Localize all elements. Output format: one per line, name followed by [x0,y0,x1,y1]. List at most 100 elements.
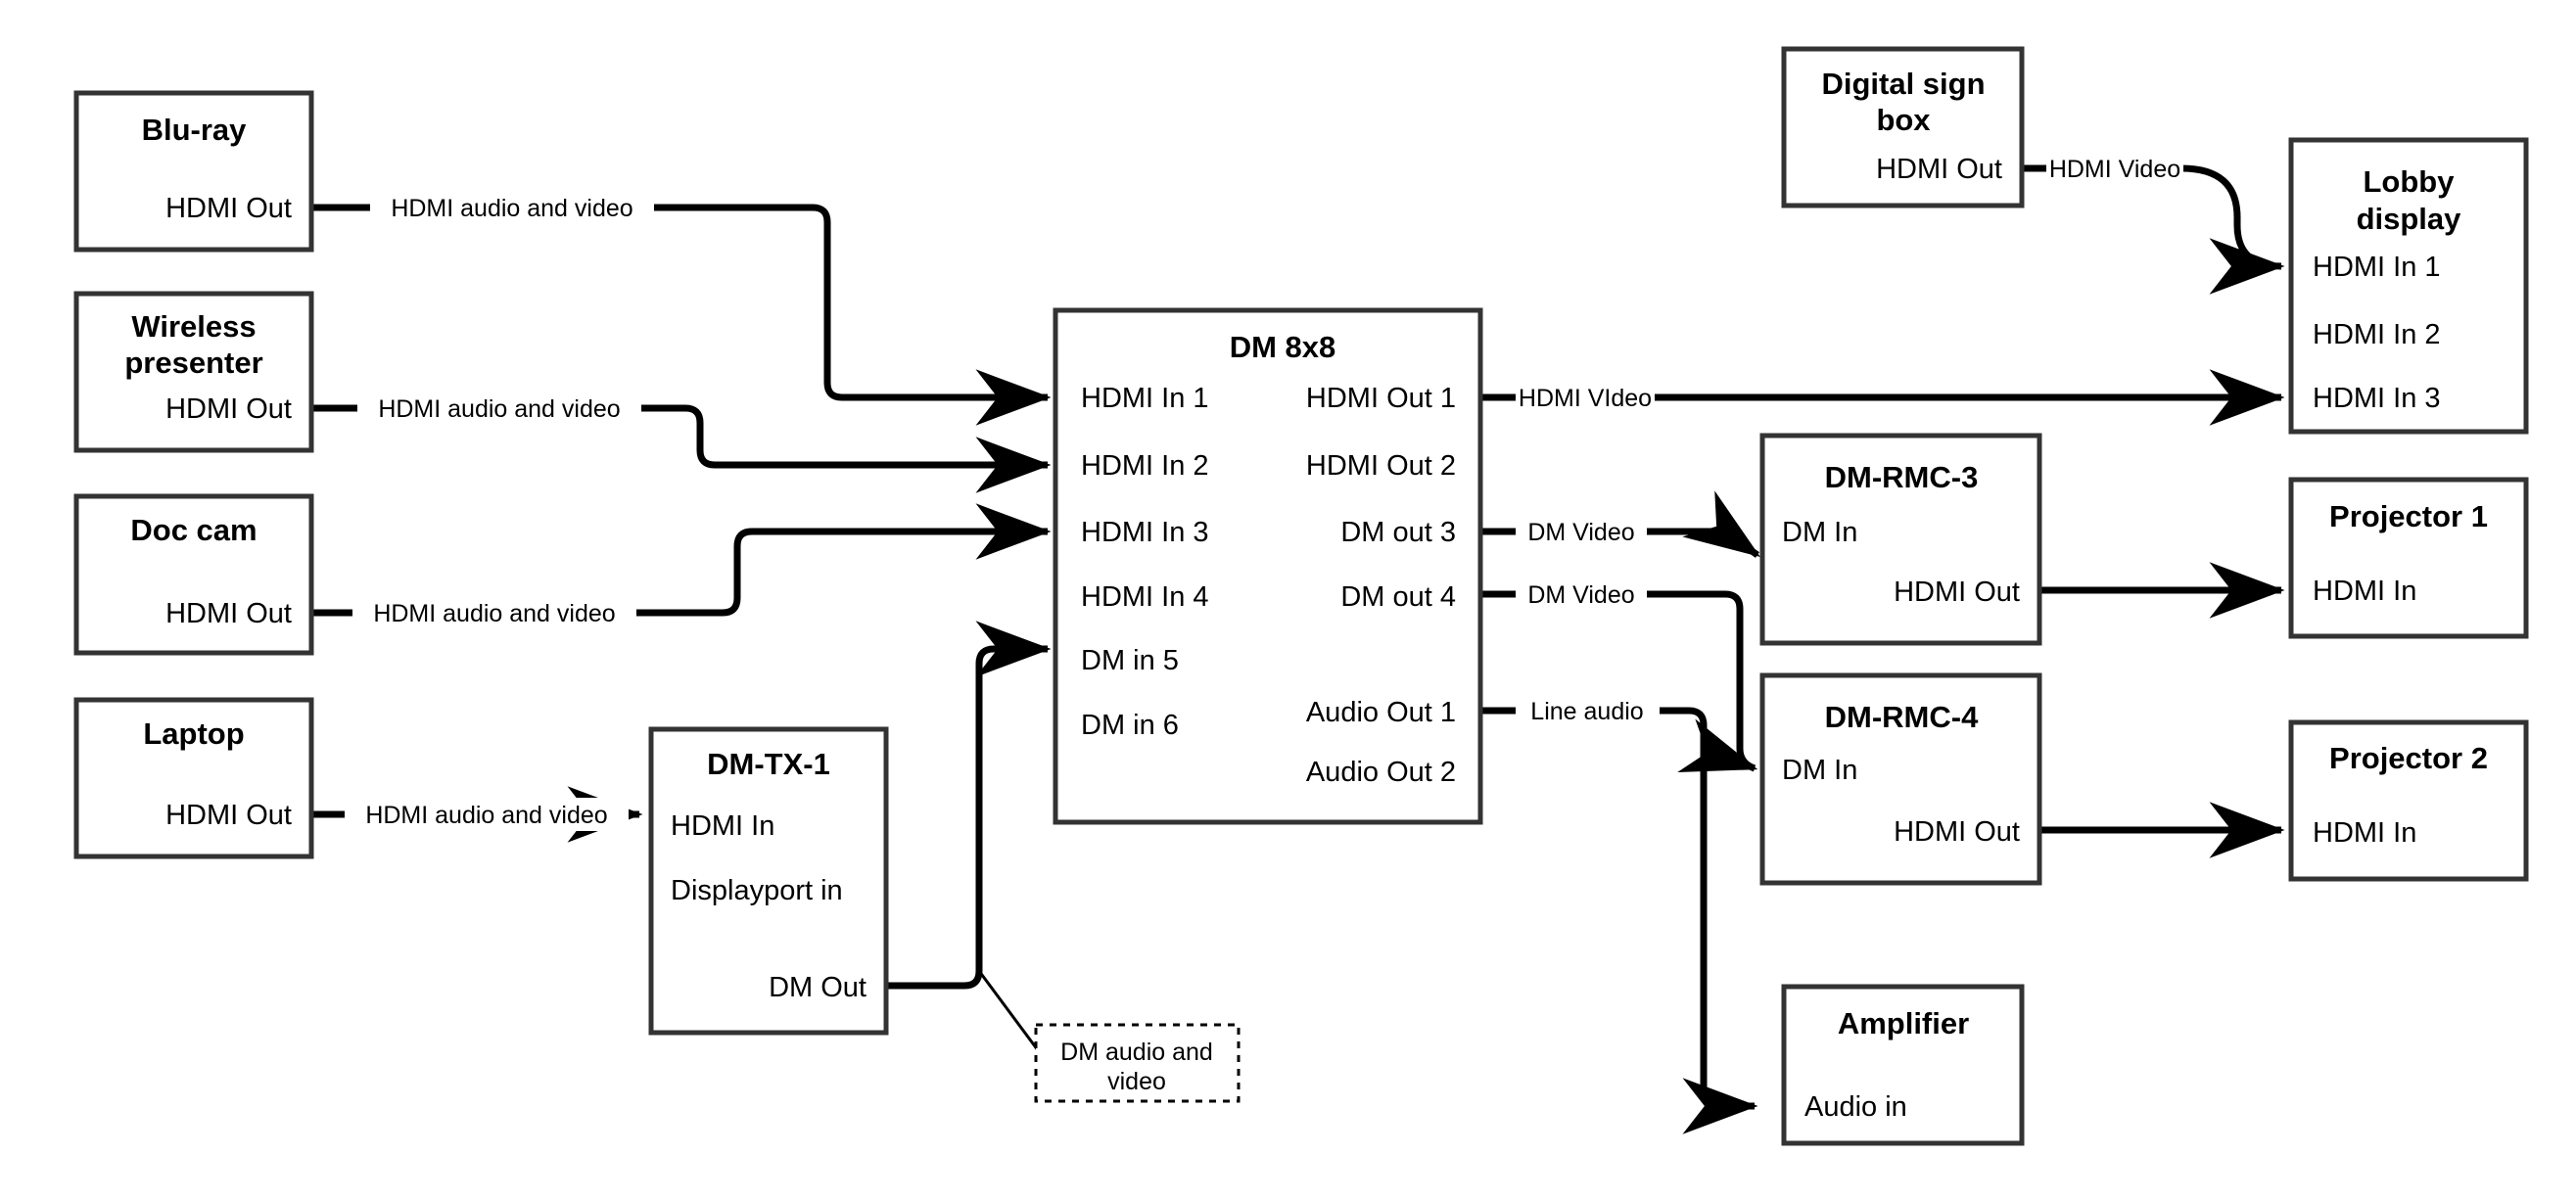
edge-label-group: HDMI audio and video HDMI audio and vide… [345,152,2183,831]
node-digital-sign-box-title-line1: Digital sign [1821,67,1985,101]
edge-label-bg-sign [2046,152,2183,185]
node-projector-2-box[interactable] [2288,719,2529,882]
edge-doccam-to-dm8x8 [311,503,1052,617]
note-leader-line [977,970,1043,1055]
note-dm-audio-video-line1: DM audio and [1060,1039,1213,1066]
node-dm-8x8-box[interactable] [1053,307,1483,825]
node-amplifier-port-audio-in: Audio in [1804,1091,1907,1123]
edge-dmtx1-to-dm8x8 [886,621,1052,990]
node-projector-1-port-hdmi-in: HDMI In [2313,576,2416,607]
node-dm-8x8-input-2: HDMI In 2 [1081,450,1209,482]
node-dm-rmc-3-box[interactable] [1759,433,2042,646]
node-dm-8x8-input-1: HDMI In 1 [1081,383,1209,414]
edge-label-wireless-to-dm8x8: HDMI audio and video [378,395,620,423]
edge-label-dm8x8-dmout3-to-dmrmc3: DM Video [1527,519,1634,546]
node-doc-cam[interactable]: Doc cam HDMI Out [73,493,314,656]
node-dm-8x8-output-1: HDMI Out 1 [1306,383,1456,414]
node-lobby-display-port-hdmi-in-1: HDMI In 1 [2313,252,2441,283]
node-dm-8x8-output-4: DM out 4 [1340,581,1456,613]
edge-label-dm8x8-audioout1-to-amplifier: Line audio [1530,698,1643,725]
node-dm-8x8-output-5: Audio Out 1 [1306,697,1456,728]
edge-label-laptop-to-dmtx1: HDMI audio and video [365,802,607,829]
node-dm-tx-1[interactable]: DM-TX-1 HDMI In Displayport in DM Out [648,726,889,1036]
node-dm-8x8-output-6: Audio Out 2 [1306,757,1456,788]
edge-label-bg-bluray [370,191,654,224]
edge-label-bg-laptop [345,798,629,831]
node-digital-sign-box-title-line2: box [1876,103,1931,137]
node-wireless-presenter-title-line1: Wireless [131,309,256,344]
node-bluray[interactable]: Blu-ray HDMI Out [73,90,314,253]
node-doc-cam-port-hdmi-out: HDMI Out [165,598,292,629]
note-dm-audio-video-line2: video [1107,1068,1166,1095]
node-dm-8x8-output-2: HDMI Out 2 [1306,450,1456,482]
node-dm-8x8-title: DM 8x8 [1230,330,1336,364]
node-dm-8x8-input-3: HDMI In 3 [1081,517,1209,548]
node-dm-rmc-3-port-dm-in: DM In [1782,517,1857,548]
node-dm-rmc-3-title: DM-RMC-3 [1825,460,1979,494]
node-projector-1-title: Projector 1 [2329,499,2488,533]
node-dm-tx-1-port-hdmi-in: HDMI In [671,810,774,842]
edge-label-bg-wireless [357,392,641,425]
edge-label-bg-dmout4 [1516,577,1647,611]
edge-label-dm8x8-dmout4-to-dmrmc4: DM Video [1527,581,1634,609]
node-dm-8x8-input-5: DM in 5 [1081,645,1179,676]
node-projector-2-title: Projector 2 [2329,741,2488,775]
node-bluray-port-hdmi-out: HDMI Out [165,193,292,224]
edge-label-bluray-to-dm8x8: HDMI audio and video [391,195,632,222]
edge-dm8x8-dmout4-to-dmrmc4 [1480,590,1755,768]
note-dm-audio-video: DM audio and video [1034,1023,1241,1103]
node-laptop[interactable]: Laptop HDMI Out [73,697,314,859]
node-wireless-presenter-box[interactable] [73,291,314,453]
node-amplifier[interactable]: Amplifier Audio in [1781,984,2025,1146]
node-lobby-display-port-hdmi-in-2: HDMI In 2 [2313,319,2441,350]
node-projector-1[interactable]: Projector 1 HDMI In [2288,477,2529,639]
node-dm-tx-1-title: DM-TX-1 [707,747,830,781]
node-projector-1-box[interactable] [2288,477,2529,639]
edge-label-doccam-to-dm8x8: HDMI audio and video [373,600,615,627]
node-dm-8x8[interactable]: DM 8x8 HDMI In 1 HDMI In 2 HDMI In 3 HDM… [1053,307,1483,825]
node-amplifier-title: Amplifier [1838,1006,1969,1040]
node-dm-rmc-4-title: DM-RMC-4 [1825,700,1979,734]
node-dm-tx-1-port-dm-out: DM Out [769,972,866,1003]
node-doc-cam-title: Doc cam [130,513,257,547]
note-dm-audio-video-box [1034,1023,1241,1103]
node-dm-rmc-3[interactable]: DM-RMC-3 DM In HDMI Out [1759,433,2042,646]
edge-dm8x8-audioout1-to-amplifier [1480,707,1755,1106]
node-amplifier-box[interactable] [1781,984,2025,1146]
node-digital-sign-box[interactable]: Digital sign box HDMI Out [1781,46,2025,208]
node-lobby-display-box[interactable] [2288,137,2529,435]
node-wireless-presenter-title-line2: presenter [124,346,262,380]
node-laptop-port-hdmi-out: HDMI Out [165,800,292,831]
node-wireless-presenter-port-hdmi-out: HDMI Out [165,393,292,425]
node-laptop-title: Laptop [143,716,244,751]
edge-label-digitalsign-to-lobbydisplay: HDMI Video [2049,156,2180,183]
edge-label-bg-doccam [352,596,636,629]
node-wireless-presenter[interactable]: Wireless presenter HDMI Out [73,291,314,453]
node-dm-tx-1-port-displayport-in: Displayport in [671,875,843,906]
node-digital-sign-box-port-hdmi-out: HDMI Out [1876,154,2002,185]
node-lobby-display[interactable]: Lobby display HDMI In 1 HDMI In 2 HDMI I… [2288,137,2529,435]
edge-wireless-to-dm8x8 [311,404,1052,493]
node-dm-8x8-input-4: HDMI In 4 [1081,581,1209,613]
node-dm-rmc-4-box[interactable] [1759,672,2042,886]
node-digital-sign-box-box[interactable] [1781,46,2025,208]
node-dm-rmc-4[interactable]: DM-RMC-4 DM In HDMI Out [1759,672,2042,886]
node-dm-8x8-input-6: DM in 6 [1081,710,1179,741]
node-doc-cam-box[interactable] [73,493,314,656]
node-lobby-display-port-hdmi-in-3: HDMI In 3 [2313,383,2441,414]
edge-label-bg-hdmiout1 [1516,381,1655,414]
node-dm-rmc-4-port-dm-in: DM In [1782,755,1857,786]
node-lobby-display-title-line1: Lobby [2364,164,2456,199]
node-laptop-box[interactable] [73,697,314,859]
edge-label-bg-dmout3 [1516,515,1647,548]
node-bluray-box[interactable] [73,90,314,253]
node-projector-2[interactable]: Projector 2 HDMI In [2288,719,2529,882]
edge-bluray-to-dm8x8 [311,204,1052,426]
node-dm-8x8-output-3: DM out 3 [1340,517,1456,548]
node-projector-2-port-hdmi-in: HDMI In [2313,817,2416,849]
node-dm-rmc-3-port-hdmi-out: HDMI Out [1894,577,2020,608]
node-dm-tx-1-box[interactable] [648,726,889,1036]
node-bluray-title: Blu-ray [142,113,248,147]
